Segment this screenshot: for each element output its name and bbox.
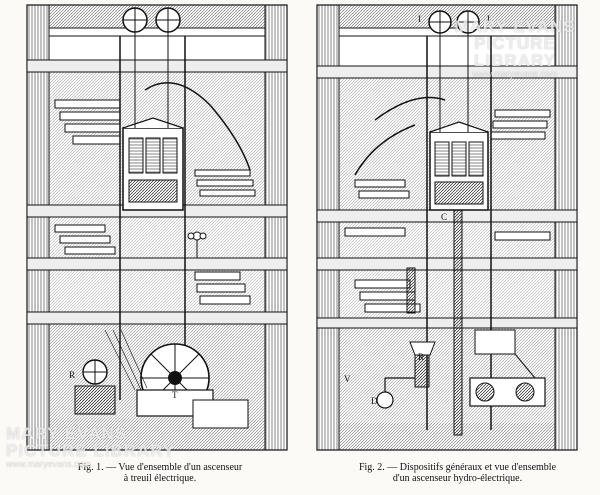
pulley-wheels-2 xyxy=(428,10,480,34)
figure-2-illustration: I I C R D V xyxy=(315,0,580,455)
figure-1-illustration: R T xyxy=(25,0,290,455)
figure-2-caption-line-1: Fig. 2. — Dispositifs généraux et vue d'… xyxy=(358,462,557,473)
lift-car-2 xyxy=(429,121,489,211)
label-i-right: I xyxy=(487,14,490,24)
pulley-wheels xyxy=(122,7,181,33)
figure-1-caption-line-1: Fig. 1. — Vue d'ensemble d'un ascenseur xyxy=(77,462,243,473)
figure-2-caption: Fig. 2. — Dispositifs généraux et vue d'… xyxy=(330,462,585,484)
label-c: C xyxy=(441,212,448,222)
label-t: T xyxy=(172,390,178,400)
figure-2-caption-line-2: d'un ascenseur hydro-électrique. xyxy=(392,473,523,484)
hydro-electric-machinery xyxy=(376,329,546,409)
figure-1-caption: Fig. 1. — Vue d'ensemble d'un ascenseur … xyxy=(40,462,280,484)
figure-1-caption-line-2: à treuil électrique. xyxy=(123,473,197,484)
label-r: R xyxy=(418,352,425,362)
label-v: V xyxy=(344,374,351,384)
figure-2-drawing xyxy=(316,4,578,451)
label-r: R xyxy=(69,370,76,380)
label-d: D xyxy=(371,396,378,406)
label-i-left: I xyxy=(418,14,421,24)
figure-1-drawing xyxy=(26,4,288,451)
lift-car xyxy=(122,117,184,211)
